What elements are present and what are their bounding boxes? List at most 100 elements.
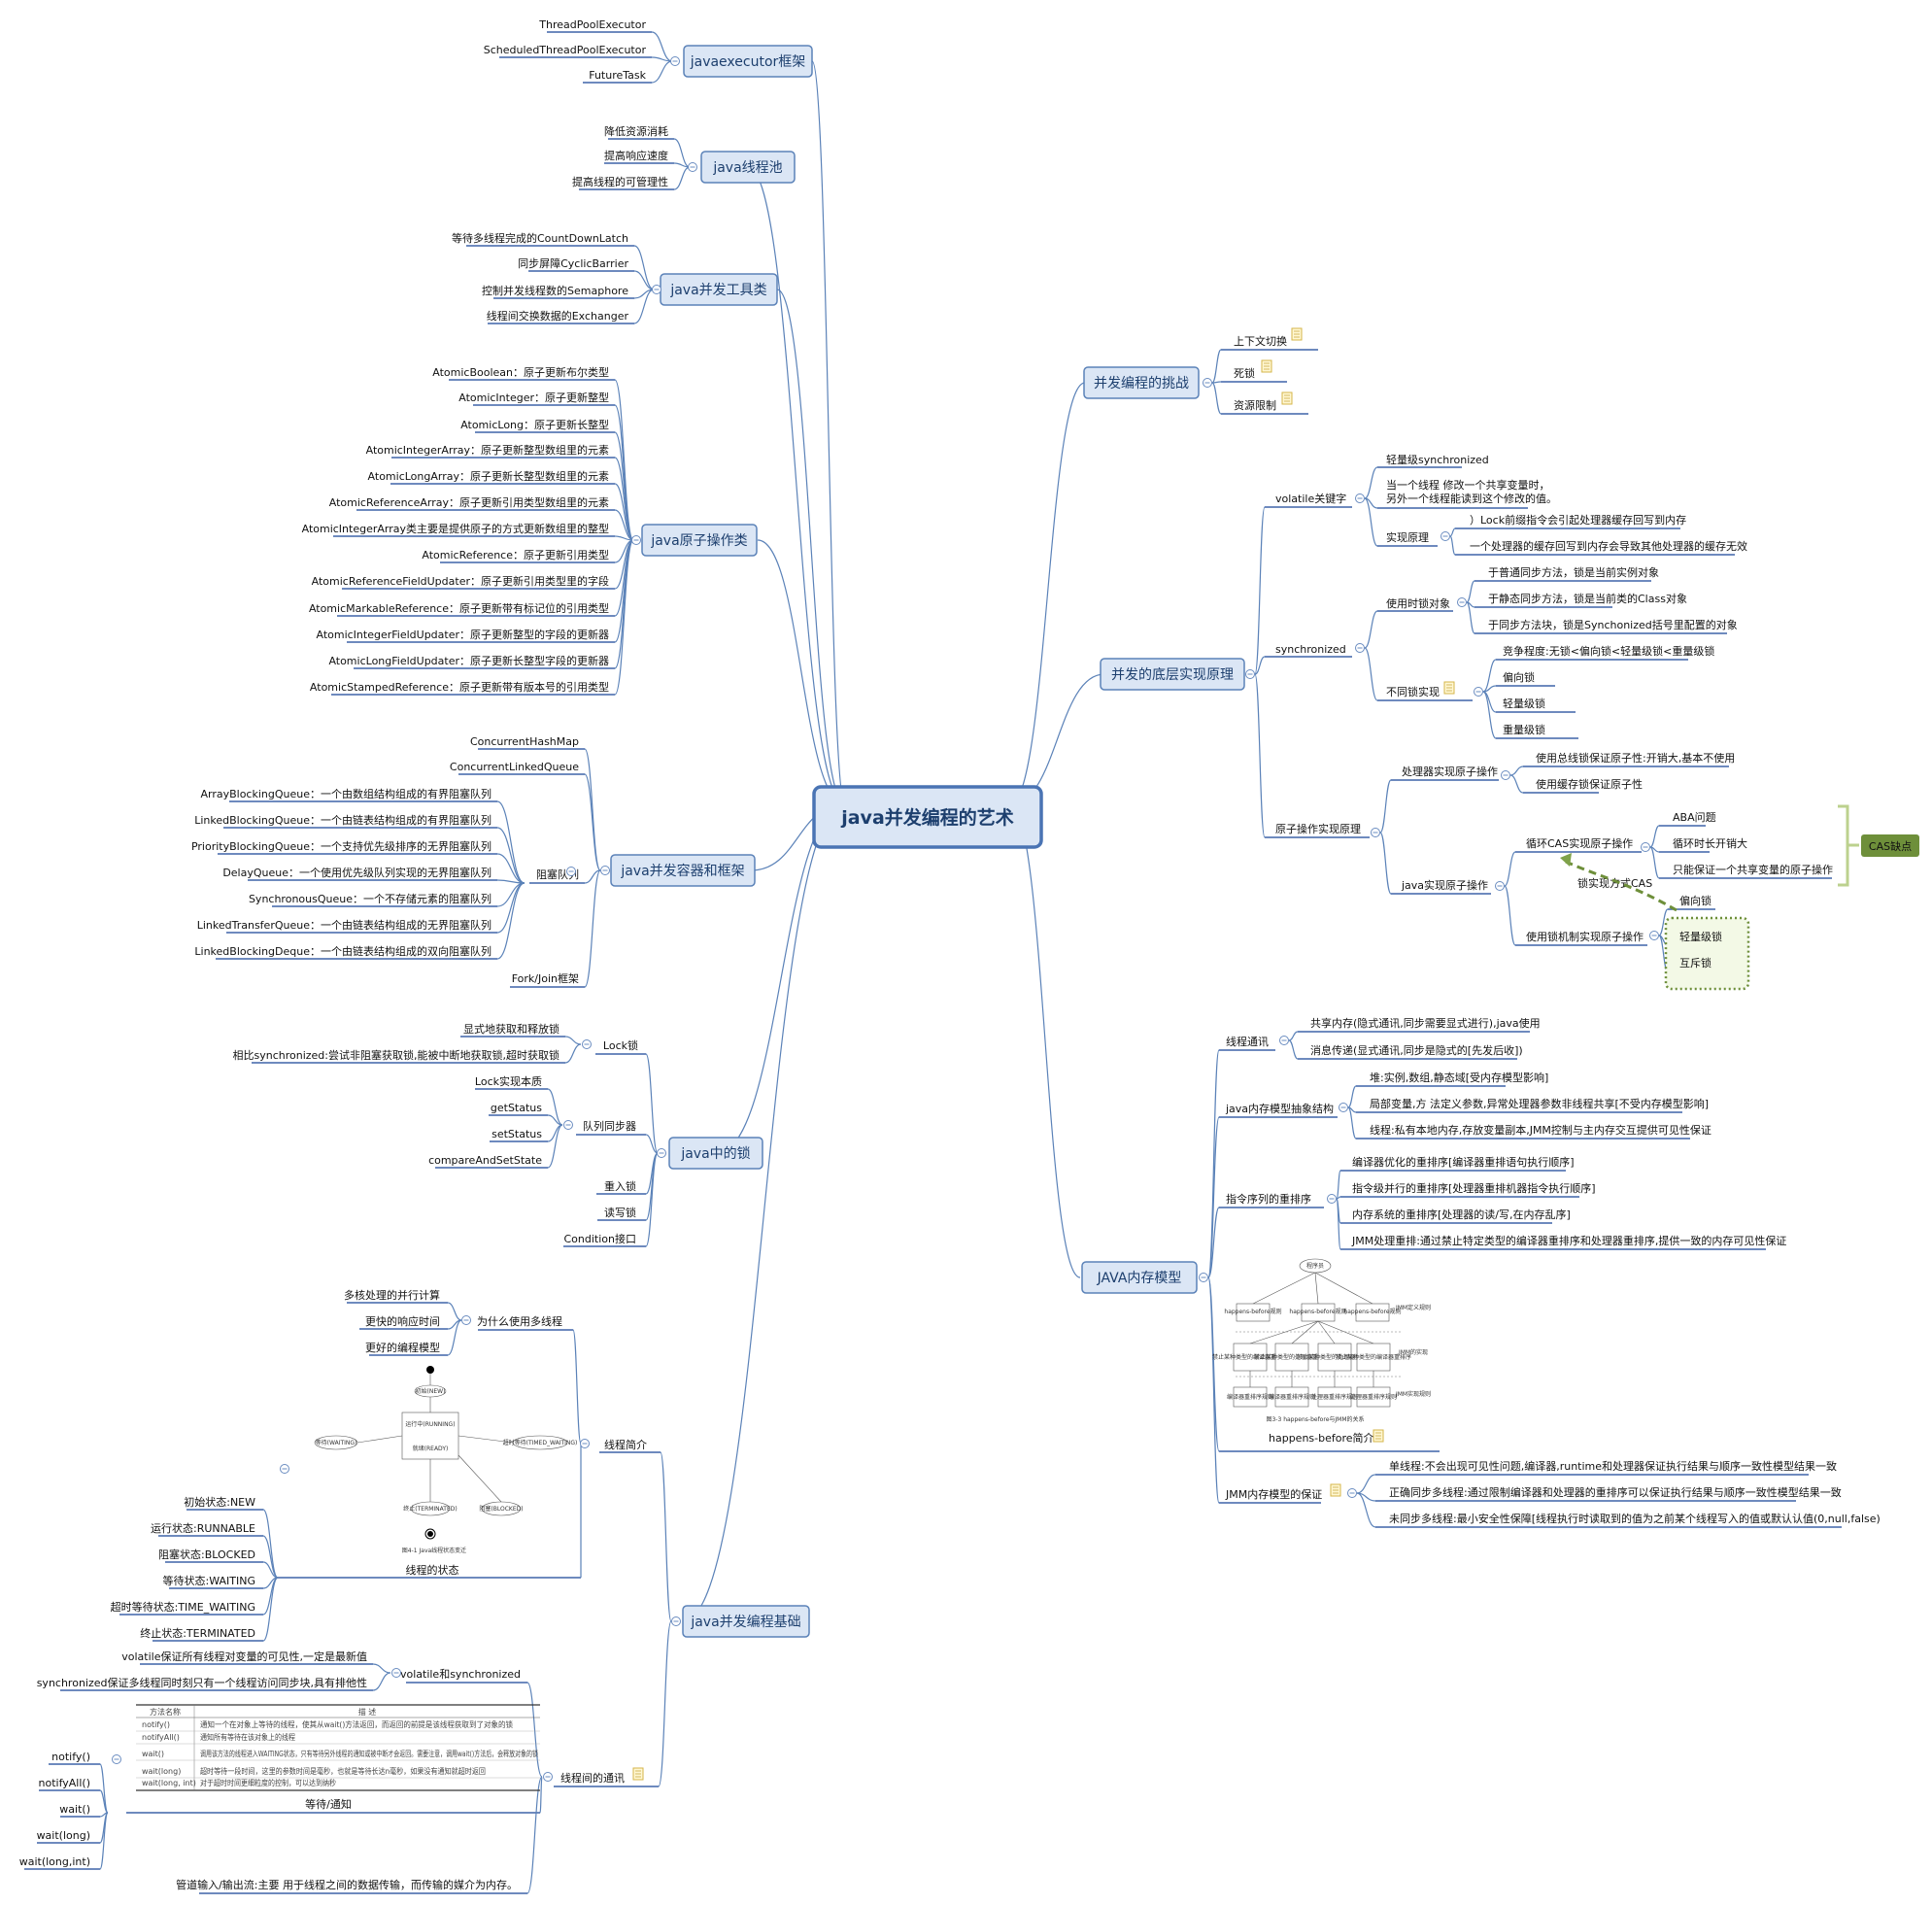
note-icon[interactable] bbox=[632, 1767, 644, 1781]
note-icon[interactable] bbox=[1443, 681, 1455, 695]
collapse-toggle-icon[interactable] bbox=[1327, 1194, 1337, 1204]
figure-text: 编译器重排序规则 bbox=[1227, 1393, 1273, 1401]
basics-connector bbox=[660, 1451, 672, 1622]
cas-issue-tag[interactable] bbox=[1861, 834, 1919, 857]
root-connector bbox=[1009, 673, 1105, 805]
cas-item: ABA问题 bbox=[1673, 811, 1716, 824]
branch-challenge[interactable] bbox=[1083, 366, 1200, 399]
branch-jmm[interactable] bbox=[1081, 1261, 1198, 1294]
atomic-item: AtomicIntegerArray：原子更新整型数组里的元素 bbox=[366, 443, 609, 457]
central-topic-label: java并发编程的艺术 bbox=[840, 806, 1014, 829]
jmm-abstract-item: 线程:私有本地内存,存放变量副本,JMM控制与主内存交互提供可见性保证 bbox=[1370, 1123, 1712, 1137]
collapse-toggle-icon[interactable] bbox=[631, 535, 641, 545]
collapse-toggle-icon[interactable] bbox=[1355, 493, 1365, 503]
lock-object-connector bbox=[1466, 601, 1475, 634]
tools-item: 同步屏障CyclicBarrier bbox=[518, 256, 628, 270]
branch-impl[interactable] bbox=[1100, 658, 1245, 691]
branch-basics[interactable] bbox=[682, 1605, 810, 1638]
queue-item: LinkedTransferQueue：一个由链表结构组成的无界阻塞队列 bbox=[197, 918, 491, 932]
note-icon[interactable] bbox=[1373, 1429, 1384, 1443]
collapse-toggle-icon[interactable] bbox=[1347, 1488, 1357, 1498]
branch-executor[interactable] bbox=[683, 45, 813, 78]
reorder-item: 指令级并行的重排序[处理器重排机器指令执行顺序] bbox=[1352, 1181, 1596, 1195]
collapse-toggle-icon[interactable] bbox=[566, 867, 576, 876]
java-atomic-connector bbox=[1504, 885, 1516, 946]
collapse-toggle-icon[interactable] bbox=[1355, 643, 1365, 653]
branch-locks-label: java中的锁 bbox=[680, 1146, 750, 1162]
principle-item: ）Lock前缀指令会引起处理器缓存回写到内存 bbox=[1470, 513, 1686, 527]
collapse-toggle-icon[interactable] bbox=[280, 1464, 289, 1474]
collapse-toggle-icon[interactable] bbox=[1203, 378, 1212, 388]
collapse-toggle-icon[interactable] bbox=[580, 1439, 590, 1448]
collapse-toggle-icon[interactable] bbox=[657, 1148, 666, 1158]
cpu-atomic-label: 处理器实现原子操作 bbox=[1402, 765, 1498, 778]
collapse-toggle-icon[interactable] bbox=[600, 866, 610, 875]
lock-item: 显式地获取和释放锁 bbox=[463, 1022, 559, 1036]
figure-text: 程序员 bbox=[1306, 1262, 1324, 1270]
cas-issue-label: CAS缺点 bbox=[1869, 839, 1912, 853]
note-icon[interactable] bbox=[1330, 1483, 1341, 1497]
collapse-toggle-icon[interactable] bbox=[1371, 828, 1380, 837]
note-icon[interactable] bbox=[1291, 327, 1303, 341]
branch-locks[interactable] bbox=[668, 1137, 763, 1170]
collapse-toggle-icon[interactable] bbox=[1501, 770, 1510, 780]
reorder-label: 指令序列的重排序 bbox=[1226, 1192, 1311, 1206]
note-icon[interactable] bbox=[1261, 359, 1272, 373]
volatile-item: 另外一个线程能读到这个修改的值。 bbox=[1386, 492, 1557, 505]
collapse-toggle-icon[interactable] bbox=[1457, 597, 1467, 607]
collapse-toggle-icon[interactable] bbox=[1199, 1273, 1208, 1282]
challenge-item: 资源限制 bbox=[1234, 398, 1276, 412]
collapse-toggle-icon[interactable] bbox=[1339, 1103, 1348, 1112]
atomic-connector bbox=[1379, 779, 1392, 833]
collapse-toggle-icon[interactable] bbox=[1441, 531, 1450, 541]
volatile-item: 轻量级synchronized bbox=[1386, 453, 1489, 466]
branch-atomic[interactable] bbox=[641, 524, 758, 557]
lock-connector bbox=[645, 1053, 659, 1154]
container-connector bbox=[584, 869, 601, 884]
impl-connector bbox=[1254, 656, 1266, 675]
collapse-toggle-icon[interactable] bbox=[543, 1772, 553, 1782]
collapse-toggle-icon[interactable] bbox=[688, 162, 697, 172]
atomic-item: AtomicMarkableReference：原子更新带有标记位的引用类型 bbox=[309, 601, 609, 615]
lock-connector bbox=[645, 1152, 659, 1221]
collapse-toggle-icon[interactable] bbox=[112, 1754, 121, 1764]
central-topic[interactable] bbox=[812, 785, 1043, 849]
volatile-item: 当一个线程 修改一个共享变量时， bbox=[1386, 478, 1550, 492]
collapse-toggle-icon[interactable] bbox=[461, 1315, 471, 1325]
branch-thread-pool[interactable] bbox=[700, 151, 796, 184]
note-icon[interactable] bbox=[1281, 391, 1293, 405]
state-item-connector bbox=[262, 1509, 279, 1579]
state-item: 阻塞状态:BLOCKED bbox=[158, 1548, 255, 1561]
container-item: ConcurrentHashMap bbox=[470, 735, 579, 748]
queue-connector bbox=[496, 882, 525, 934]
collapse-toggle-icon[interactable] bbox=[1649, 931, 1659, 940]
reorder-connector bbox=[1336, 1170, 1341, 1200]
jmm-abstract-item: 局部变量,方 法定义参数,异常处理器参数非线程共享[不受内存模型影响] bbox=[1370, 1097, 1709, 1110]
why-item: 更快的响应时间 bbox=[365, 1314, 440, 1328]
collapse-toggle-icon[interactable] bbox=[1641, 842, 1650, 852]
collapse-toggle-icon[interactable] bbox=[563, 1120, 573, 1130]
wait-notify-method-table: 方法名称描 述notify()通知一个在对象上等待的线程，使其从wait()方法… bbox=[136, 1704, 540, 1791]
collapse-toggle-icon[interactable] bbox=[652, 285, 661, 294]
collapse-toggle-icon[interactable] bbox=[1245, 669, 1255, 679]
lock-connector bbox=[645, 1134, 659, 1154]
collapse-toggle-icon[interactable] bbox=[391, 1668, 401, 1678]
collapse-toggle-icon[interactable] bbox=[671, 1616, 681, 1626]
executor-connector bbox=[651, 31, 673, 62]
synchronizer-item: getStatus bbox=[491, 1102, 542, 1114]
basics-connector bbox=[658, 1620, 672, 1787]
collapse-toggle-icon[interactable] bbox=[670, 56, 680, 66]
connector-layer bbox=[24, 31, 1842, 1894]
branch-containers[interactable] bbox=[610, 854, 756, 887]
synchronizer-item: setStatus bbox=[491, 1128, 542, 1140]
collapse-toggle-icon[interactable] bbox=[582, 1039, 592, 1049]
collapse-toggle-icon[interactable] bbox=[1474, 687, 1483, 697]
comm-connector bbox=[526, 1776, 543, 1894]
collapse-toggle-icon[interactable] bbox=[1495, 881, 1505, 891]
lock-boundary bbox=[1664, 916, 1750, 991]
queue-connector bbox=[496, 882, 525, 960]
collapse-toggle-icon[interactable] bbox=[1279, 1036, 1289, 1045]
lock-other-item: 读写锁 bbox=[604, 1206, 636, 1219]
